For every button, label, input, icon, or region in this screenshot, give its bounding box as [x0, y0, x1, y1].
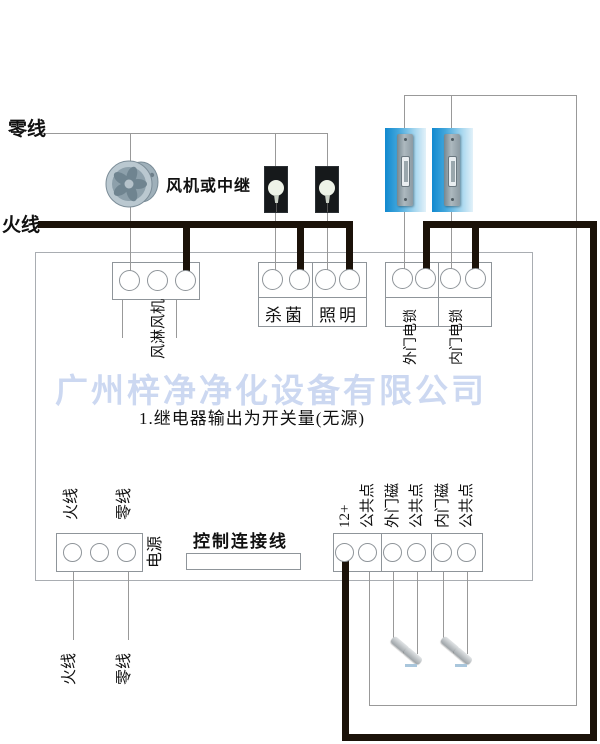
lighting-label: 照明	[319, 306, 359, 325]
terminal-circle	[383, 543, 402, 562]
sensor2-wire-a	[443, 572, 444, 640]
sensor1-wire-a	[393, 572, 394, 640]
sensor1-wire-b	[417, 572, 418, 654]
lock-slot	[401, 156, 410, 187]
terminal-circle	[119, 270, 140, 291]
lock-common-wire	[404, 95, 576, 96]
screw	[451, 198, 454, 201]
live-label: 火线	[2, 215, 41, 236]
company-watermark: 广州梓净净化设备有限公司	[55, 372, 487, 409]
bulb-stem	[276, 203, 277, 212]
loop-wire-bottom	[342, 734, 597, 741]
sensor-label-mark	[405, 664, 417, 667]
sensor-label-mark	[455, 664, 467, 667]
fan-block-stub-b	[176, 300, 177, 338]
block-divider	[385, 297, 492, 298]
outer-door-lock-icon	[385, 128, 426, 212]
terminal-circle	[90, 543, 109, 562]
terminal-circle	[175, 270, 196, 291]
controller-board-outline	[35, 252, 533, 581]
lock-latch	[404, 161, 408, 182]
lock-latch	[451, 161, 455, 182]
terminal-circle	[335, 543, 354, 562]
bulb-base	[325, 195, 330, 203]
lock-return-wire-bottom	[369, 705, 577, 706]
power-label: 电源	[147, 536, 164, 569]
inner-lock-terminal-label: 内门电锁	[450, 309, 465, 365]
screw	[451, 138, 454, 141]
power-neutral-label: 零线	[116, 488, 133, 521]
lock-return-wire-right	[576, 95, 577, 706]
terminal-circle	[465, 268, 486, 289]
inner-door-lock-icon	[432, 128, 473, 212]
relay-note: 1.继电器输出为开关量(无源)	[139, 409, 366, 428]
control-cable-bar	[186, 553, 301, 570]
screw	[404, 198, 407, 201]
io-terminal-label-inner-magnet: 内门磁	[435, 482, 451, 528]
lock-plate	[397, 134, 413, 206]
terminal-circle	[433, 543, 452, 562]
block-divider	[431, 533, 432, 572]
live-drop-lighting	[346, 221, 353, 272]
io-terminal-label-outer-magnet: 外门磁	[385, 482, 401, 528]
block-divider	[438, 262, 439, 327]
bulb-base	[274, 195, 279, 203]
bulb-stem	[327, 203, 328, 212]
block-divider	[381, 533, 382, 572]
live-drop-fan	[183, 221, 190, 272]
terminal-circle	[262, 269, 283, 290]
sterilize-lamp-icon	[264, 166, 288, 213]
power-live-label: 火线	[63, 488, 80, 521]
io-terminal-label-common: 公共点	[409, 482, 425, 528]
live-drop-sterilize	[297, 221, 304, 272]
lock-plate	[444, 134, 460, 206]
io-terminal-label-12v: 12+	[337, 504, 353, 528]
block-divider	[258, 297, 367, 298]
terminal-circle	[457, 543, 476, 562]
terminal-circle	[117, 543, 136, 562]
fan-terminal-label: 风淋风机	[151, 298, 167, 359]
fan-or-relay-label: 风机或中继	[166, 178, 252, 195]
lock-return-wire-left	[369, 572, 370, 706]
outer-lock-terminal-label: 外门电锁	[404, 309, 419, 365]
io-terminal-label-common: 公共点	[360, 482, 376, 528]
lighting-lamp-icon	[315, 166, 339, 213]
control-cable-label: 控制连接线	[193, 532, 288, 551]
sensor2-wire-b	[467, 572, 468, 654]
supply-drop-inner-lock	[472, 221, 479, 272]
neutral-wire	[42, 133, 327, 134]
screw	[404, 138, 407, 141]
neutral-label: 零线	[8, 119, 47, 140]
terminal-circle	[392, 268, 413, 289]
block-divider	[312, 262, 313, 327]
power-neutral-wire	[128, 572, 129, 640]
bulb-icon	[319, 180, 335, 196]
loop-wire-right	[590, 221, 597, 741]
live-bus	[38, 221, 352, 228]
io-terminal-label-common: 公共点	[459, 482, 475, 528]
terminal-circle	[289, 269, 310, 290]
fan-icon	[104, 158, 162, 210]
sterilize-label: 杀菌	[265, 306, 305, 325]
incoming-live-label: 火线	[61, 653, 78, 686]
outer-door-sensor-icon	[402, 646, 424, 666]
incoming-neutral-label: 零线	[116, 653, 133, 686]
terminal-circle	[415, 268, 436, 289]
terminal-circle	[440, 268, 461, 289]
loop-wire-12v	[342, 559, 349, 741]
terminal-circle	[315, 269, 336, 290]
terminal-circle	[147, 270, 168, 291]
power-live-wire	[73, 572, 74, 640]
terminal-circle	[63, 543, 82, 562]
fan-block-stub-a	[122, 300, 123, 338]
bulb-icon	[268, 180, 284, 196]
inner-door-sensor-icon	[452, 646, 474, 666]
terminal-circle	[339, 269, 360, 290]
supply-drop-outer-lock	[423, 221, 430, 272]
terminal-circle	[407, 543, 426, 562]
terminal-circle	[358, 543, 377, 562]
lock-supply-bus	[423, 221, 597, 228]
lock-slot	[448, 156, 457, 187]
